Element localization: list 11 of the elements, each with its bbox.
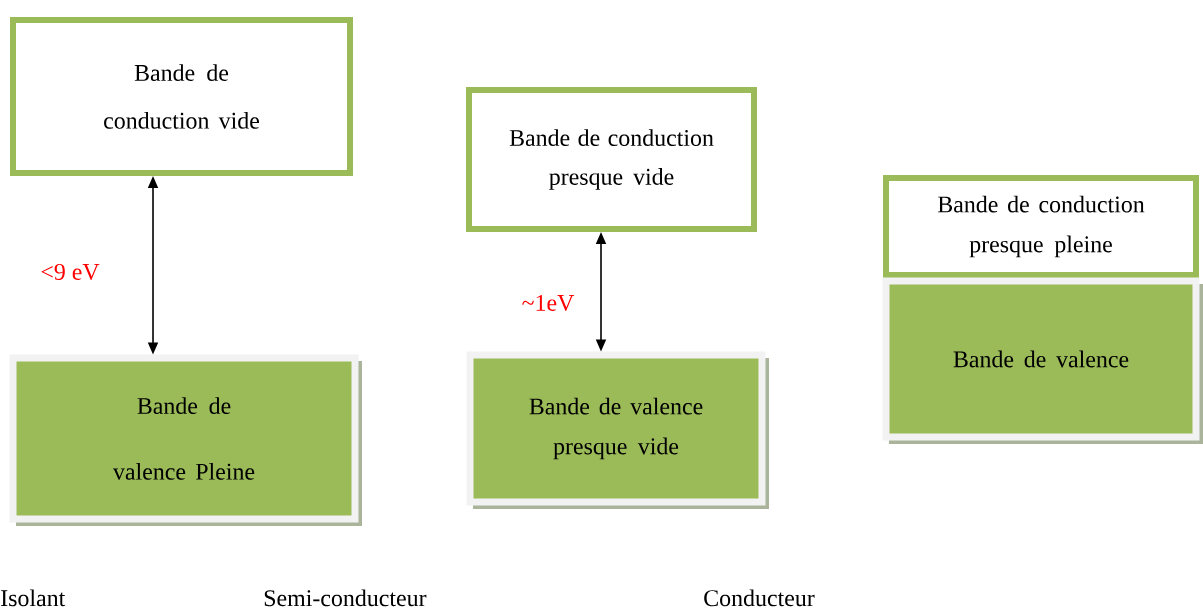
conduction-band-box: Bande de conduction presque pleine	[883, 175, 1199, 278]
category-label: Isolant	[1, 589, 66, 607]
valence-band-box: Bande de valence presque vide	[466, 351, 769, 509]
valence-band-box: Bande de valence Pleine	[9, 354, 362, 526]
valence-band-box: Bande de valence	[882, 277, 1203, 444]
edge-label: ~1eV	[520, 293, 576, 313]
edge-label: <9 eV	[39, 262, 101, 282]
conduction-band-box: Bande de conduction vide	[10, 17, 353, 176]
conduction-band-box: Bande de conduction presque vide	[466, 87, 757, 232]
category-label: Conducteur	[704, 589, 815, 607]
category-label: Semi-conducteur	[264, 589, 427, 607]
